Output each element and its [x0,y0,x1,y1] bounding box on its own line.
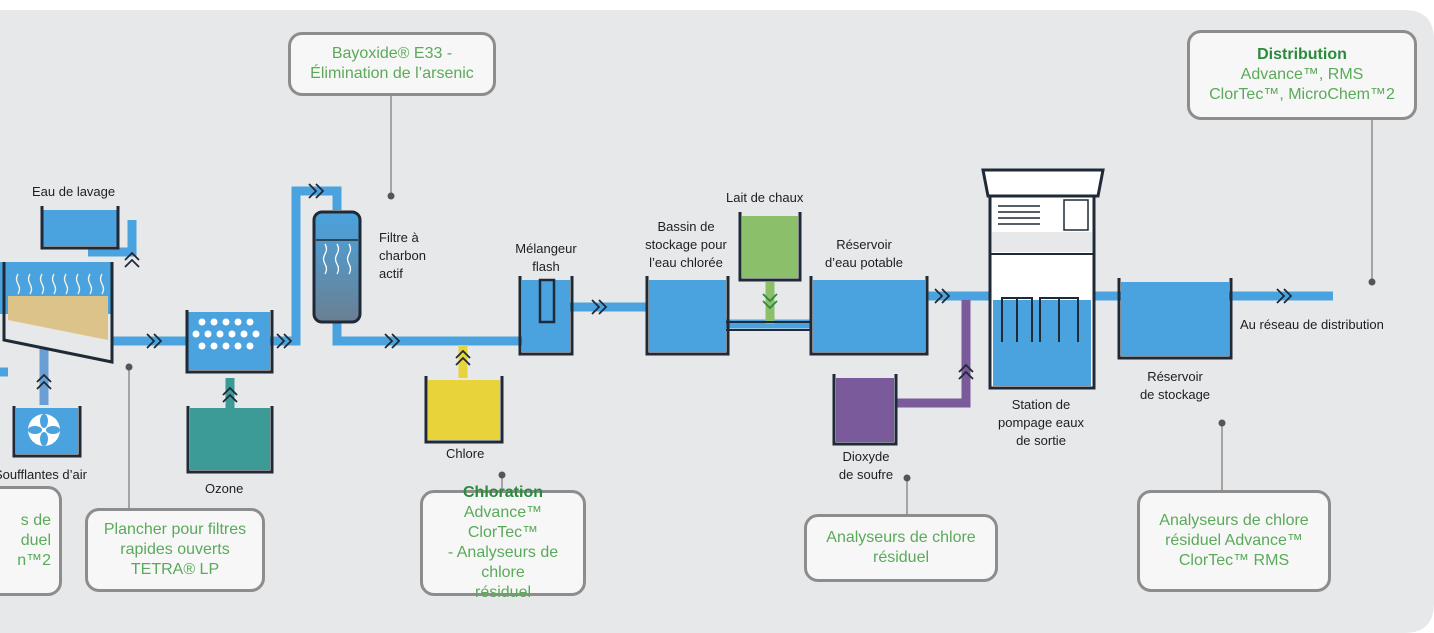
label-dioxyde-line-1: Dioxyde [842,449,890,464]
callout-left-partial: s de duel n™2 [0,486,62,596]
label-melangeur-line-2: flash [532,259,560,274]
label-reservoir-stockage-line-1: Réservoir [1147,369,1203,384]
air-blower [12,406,82,458]
label-bassin-line-3: l’eau chlorée [649,255,723,270]
callout-analyseurs-rms: Analyseurs de chlore résiduel Advance™ C… [1137,490,1331,592]
label-reservoir-potable: Réservoir d’eau potable [808,236,920,272]
callout-chloration-title: Chloration [463,484,543,501]
callout-left-line-2: duel [20,532,51,549]
ozone-tank [186,406,274,474]
sulfur-pipe [895,300,971,408]
callout-distribution-line-1: Advance™, RMS [1240,66,1364,83]
callout-left-line-1: s de [20,512,51,529]
label-station-line-2: pompage eaux [997,415,1084,430]
sulfur-dioxide-tank [832,374,898,446]
callout-tetra: Plancher pour filtres rapides ouverts TE… [85,508,265,592]
label-soufflantes: Soufflantes d’air [0,467,87,482]
callout-distribution: Distribution Advance™, RMS ClorTec™, Mic… [1187,30,1417,120]
callout-chloration-line-2: - Analyseurs de chlore [447,544,559,581]
chlore-tank [424,376,504,444]
callout-analyseurs-rms-line-1: Analyseurs de chlore [1159,512,1309,529]
callout-tetra-line-2: rapides ouverts [120,541,230,558]
eau-de-lavage-tank [40,206,120,250]
callout-analyseurs-line-2: résiduel [872,549,930,566]
label-lait-de-chaux: Lait de chaux [726,190,804,205]
carbon-filter [312,210,362,324]
pump-station [981,168,1105,390]
label-dioxyde: Dioxyde de soufre [826,448,906,484]
callout-tetra-line-1: Plancher pour filtres [103,521,247,538]
callout-bayoxide-line-1: Bayoxide® E33 - [331,45,453,62]
label-station-line-3: de sortie [1016,433,1066,448]
label-melangeur: Mélangeur flash [508,240,584,276]
callout-connectors [128,95,1373,515]
label-reservoir-potable-line-1: Réservoir [836,237,892,252]
label-ozone: Ozone [205,481,244,496]
callout-distribution-line-2: ClorTec™, MicroChem™2 [1209,86,1395,103]
callout-bayoxide: Bayoxide® E33 - Élimination de l’arsenic [288,32,496,96]
chlorinated-basin [645,276,730,356]
callout-tetra-line-3: TETRA® LP [130,561,220,578]
label-filtre: Filtre à charbon actif [379,229,426,283]
callout-analyseurs-rms-line-3: ClorTec™ RMS [1178,552,1290,569]
potable-reservoir [809,276,929,356]
lime-tank [738,212,802,282]
label-bassin-line-2: stockage pour [645,237,727,252]
callout-analyseurs-rms-line-2: résiduel Advance™ [1165,532,1303,549]
callout-chloration-line-1: Advance™ ClorTec™ [463,504,543,541]
label-station-line-1: Station de [1011,397,1071,412]
label-reservoir-stockage-line-2: de stockage [1139,387,1211,402]
label-reservoir-potable-line-2: d’eau potable [824,255,904,270]
callout-distribution-title: Distribution [1257,46,1347,63]
callout-chloration-line-3: résiduel [474,584,532,601]
label-melangeur-line-1: Mélangeur [515,241,577,256]
flash-mixer [518,276,574,356]
rapid-sand-filter [0,262,114,364]
label-station: Station de pompage eaux de sortie [986,396,1096,450]
callout-analyseurs: Analyseurs de chlore résiduel [804,514,998,582]
callout-left-line-3: n™2 [17,552,51,569]
callout-bayoxide-line-2: Élimination de l’arsenic [310,65,474,82]
label-chlore: Chlore [446,446,485,461]
flow-chevrons [36,183,1293,403]
callout-analyseurs-line-1: Analyseurs de chlore [826,529,976,546]
label-filtre-line-1: Filtre à [379,230,419,245]
label-reservoir-stockage: Réservoir de stockage [1130,368,1220,404]
label-bassin-line-1: Bassin de [657,219,715,234]
label-dioxyde-line-2: de soufre [838,467,894,482]
label-filtre-line-3: actif [379,266,403,281]
callout-chloration: Chloration Advance™ ClorTec™ - Analyseur… [420,484,586,601]
label-reseau: Au réseau de distribution [1240,317,1384,332]
storage-reservoir [1117,278,1233,360]
callout-dots [125,192,1376,482]
label-filtre-line-2: charbon [379,248,426,263]
label-eau-de-lavage: Eau de lavage [32,184,116,199]
ozone-contactor [185,310,274,374]
label-bassin: Bassin de stockage pour l’eau chlorée [633,218,739,272]
